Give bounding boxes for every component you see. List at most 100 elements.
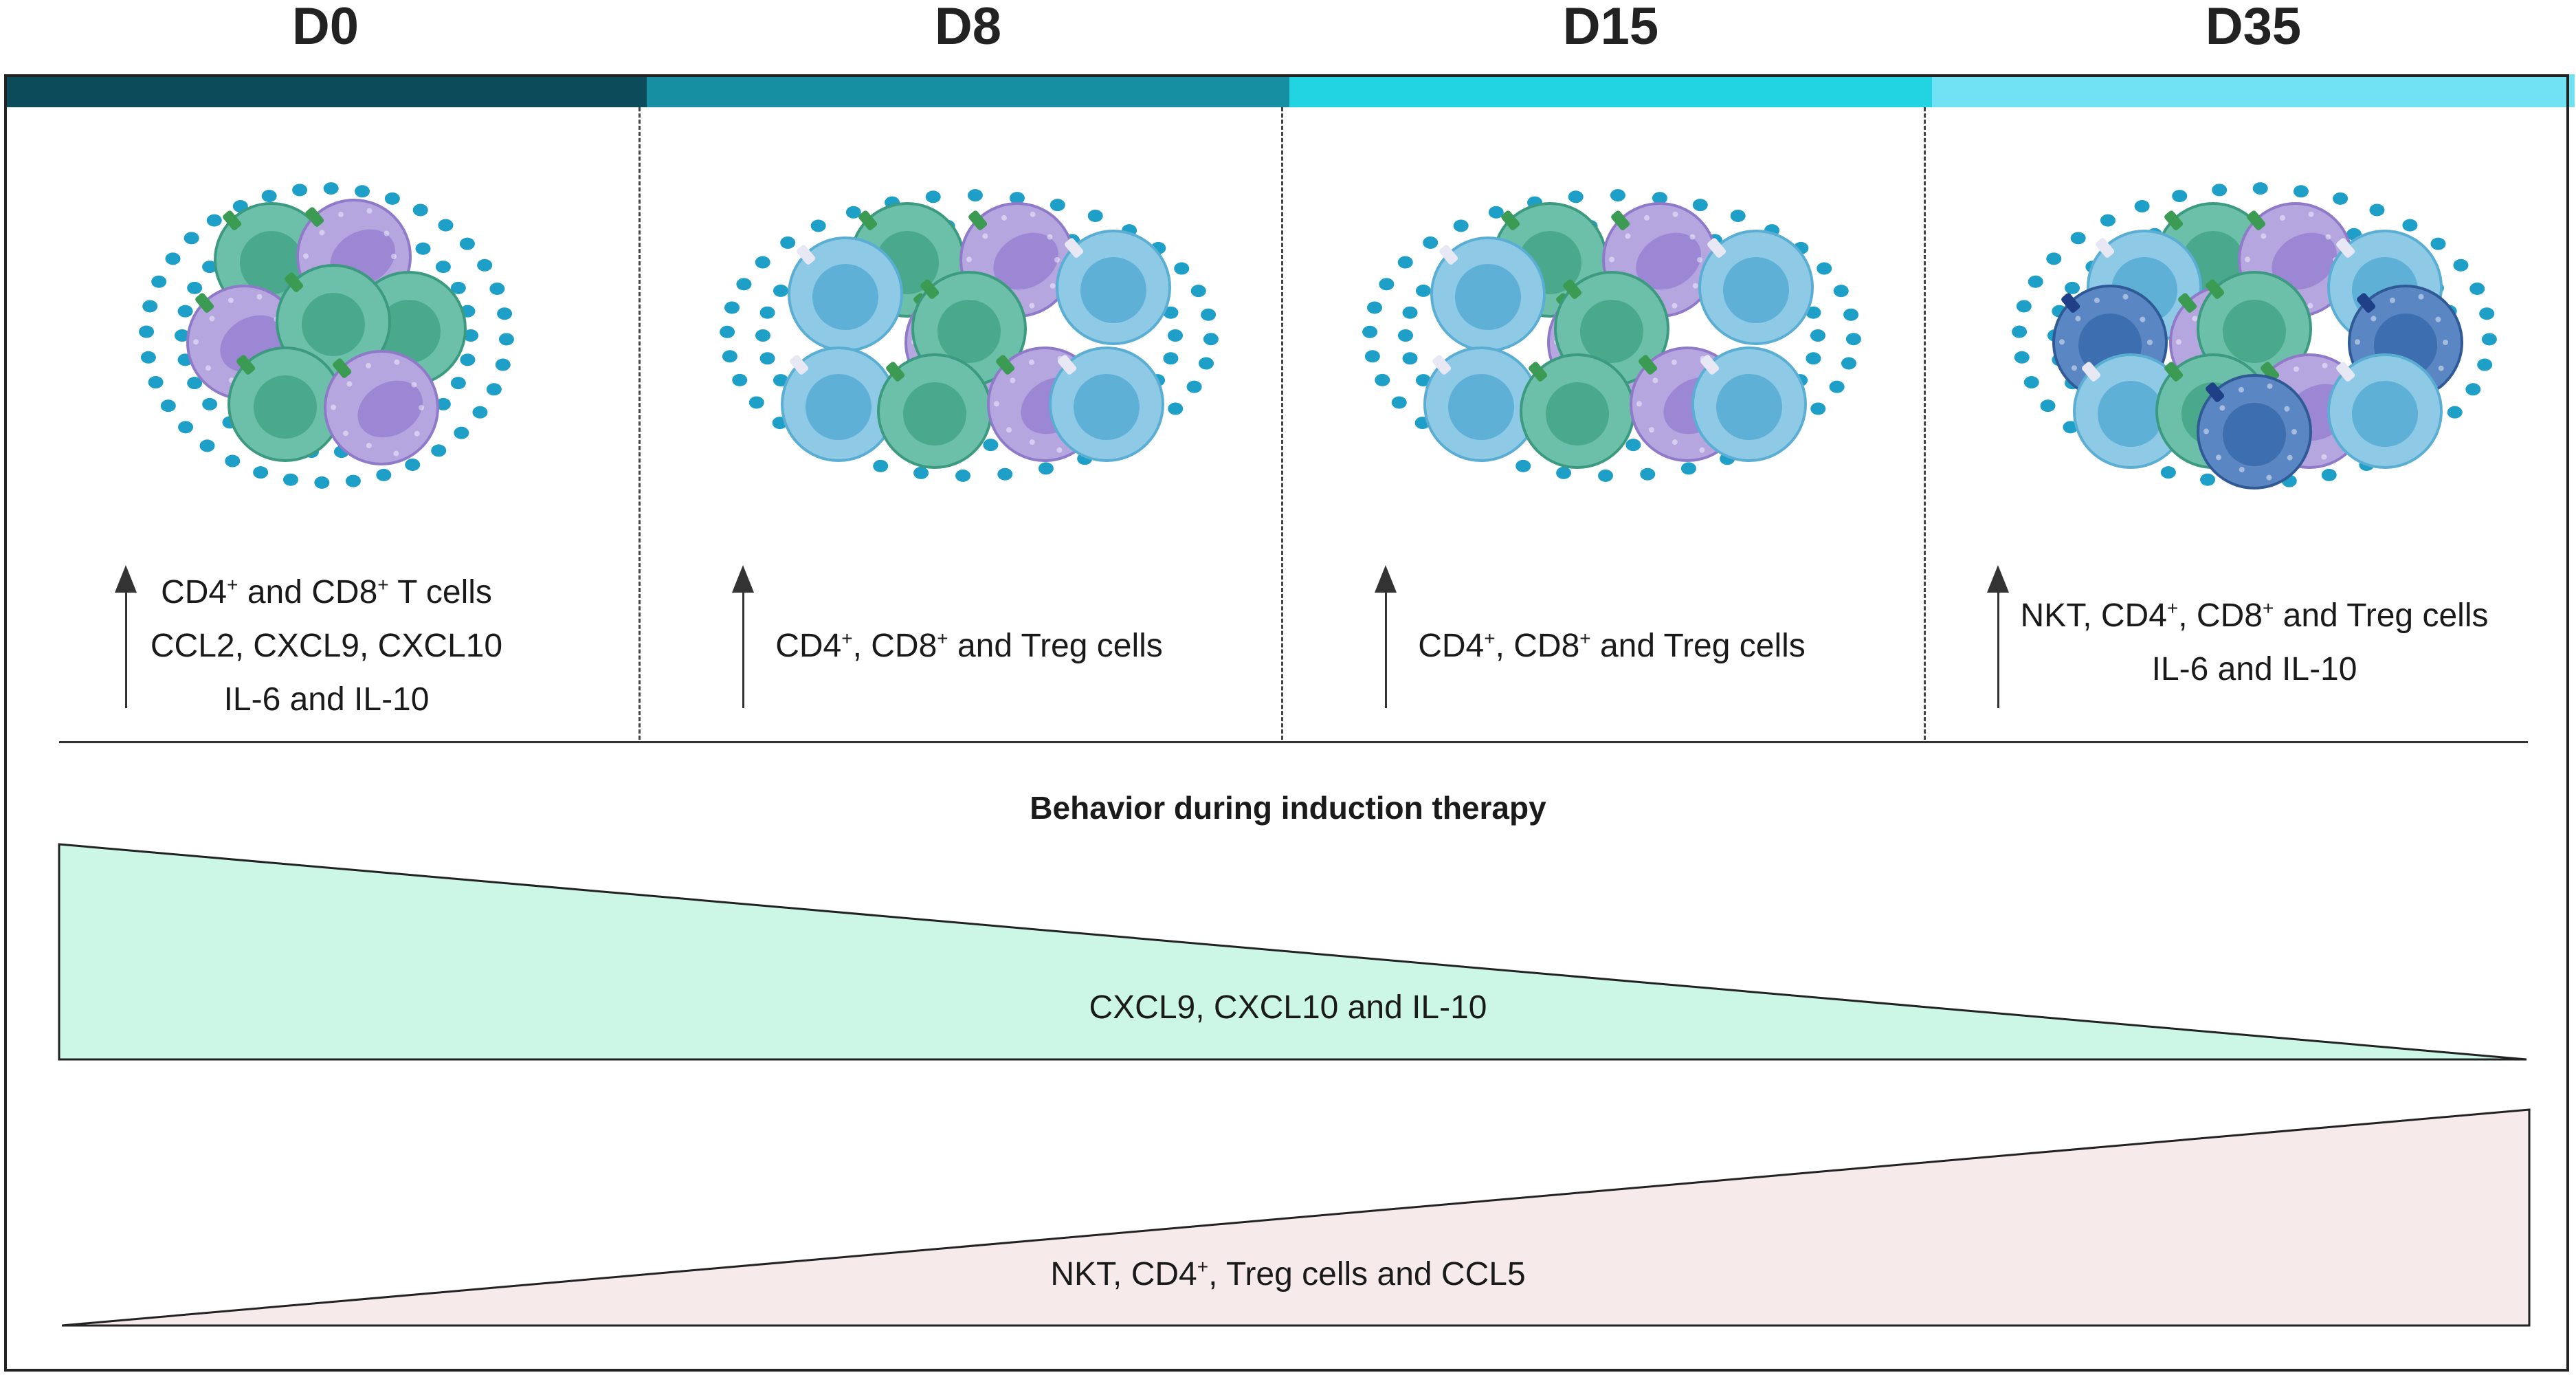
finding-line: CD4+, CD8+ and Treg cells (1418, 628, 1806, 664)
cytokine-dot (759, 352, 775, 365)
cytokine-dot (454, 426, 469, 439)
cytokine-dot (459, 237, 475, 250)
cytokine-dot (1009, 192, 1025, 205)
cytokine-dot (460, 353, 476, 366)
cytokine-dot (2065, 281, 2080, 294)
cytokine-dot (2012, 325, 2028, 338)
cytokine-dot (2252, 182, 2268, 195)
cytokine-dot (472, 406, 488, 419)
cytokine-dot (2040, 399, 2056, 412)
cytokine-dot (983, 439, 999, 452)
cytokine-dot (2479, 307, 2495, 320)
cytokine-dot (1174, 262, 1190, 275)
finding-line: NKT, CD4+, CD8+ and Treg cells (2020, 597, 2489, 634)
cytokine-dot (199, 439, 215, 452)
treg-cell-icon (1698, 230, 1814, 345)
cytokine-dot (498, 333, 514, 346)
cytokine-dot (1841, 357, 1856, 370)
cytokine-dot (187, 377, 203, 390)
cytokine-dot (2402, 219, 2418, 232)
cytokine-dot (1515, 459, 1531, 472)
cytokine-dot (773, 374, 788, 387)
cytokine-dot (2481, 333, 2497, 346)
cytokine-dot (405, 458, 421, 471)
cytokine-dot (2100, 214, 2116, 227)
cytokine-dot (732, 373, 748, 386)
cytokine-dot (2477, 358, 2493, 371)
cytokine-dot (292, 184, 308, 197)
cytokine-dot (1087, 209, 1103, 222)
cytokine-dot (384, 192, 400, 205)
cytokine-dot (1367, 301, 1383, 314)
cytokine-dot (1364, 350, 1380, 363)
cytokine-dot (1625, 439, 1641, 452)
cell-clusters (139, 182, 2497, 490)
cytokine-dot (2430, 237, 2446, 250)
cytokine-dot (355, 185, 370, 198)
panel-divider (1924, 107, 1926, 740)
cytokine-dot (206, 214, 222, 227)
finding-line: IL-6 and IL-10 (2151, 651, 2357, 688)
cytokine-dot (435, 397, 451, 410)
cytokine-dot (477, 258, 493, 272)
timepoint-band-d8 (647, 74, 1289, 107)
cytokine-dot (2028, 275, 2043, 288)
cytokine-dot (1163, 306, 1179, 319)
cytokine-dot (202, 261, 218, 274)
cytokine-dot (1843, 308, 1859, 321)
cytokine-dot (2014, 351, 2030, 364)
cytokine-dot (187, 281, 203, 294)
cytokine-dot (736, 278, 752, 291)
cytokine-dot (1423, 236, 1439, 249)
cytokine-dot (148, 376, 164, 389)
increasing-trend-wedge (61, 1108, 2531, 1327)
timepoint-title-d0: D0 (291, 0, 359, 56)
cytokine-dot (720, 325, 735, 338)
cd4-t-cell-icon (227, 346, 343, 462)
findings-d0: CD4+ and CD8+ T cells CCL2, CXCL9, CXCL1… (65, 558, 588, 727)
trend-wedges (58, 843, 2531, 1327)
cytokine-dot (486, 383, 502, 396)
cytokine-dot (2293, 185, 2309, 198)
cytokine-dot (845, 206, 861, 219)
cytokine-dot (724, 301, 740, 314)
section-separator (59, 741, 2528, 743)
cd8-t-cell-icon (324, 350, 439, 465)
cytokine-dot (1845, 333, 1861, 346)
treg-cell-icon (2327, 353, 2443, 469)
finding-line: CD4+, CD8+ and Treg cells (775, 628, 1163, 664)
cytokine-dot (1806, 306, 1821, 319)
cytokine-dot (925, 190, 941, 204)
cytokine-dot (773, 284, 788, 297)
cytokine-dot (2469, 282, 2485, 295)
cell-cluster-d8 (720, 189, 1219, 482)
cytokine-dot (1692, 199, 1708, 212)
cytokine-dot (282, 473, 298, 486)
treg-cell-icon (1056, 230, 1171, 345)
decreasing-trend-label: CXCL9, CXCL10 and IL-10 (1089, 989, 1487, 1026)
cytokine-dot (1453, 219, 1469, 232)
cytokine-dot (1402, 306, 1418, 319)
cytokine-dot (780, 236, 796, 249)
findings-d35: NKT, CD4+, CD8+ and Treg cells IL-6 and … (1993, 582, 2516, 696)
cytokine-dot (1398, 329, 1413, 342)
cytokine-dot (435, 261, 451, 274)
cytokine-dot (142, 300, 158, 313)
cytokine-dot (2023, 376, 2039, 389)
decreasing-trend-wedge (58, 843, 2527, 1061)
finding-line: CD4+ and CD8+ T cells (161, 574, 492, 610)
cytokine-dot (1488, 206, 1504, 219)
cytokine-dot (1829, 380, 1845, 393)
cytokine-dot (412, 204, 428, 217)
cytokine-dot (1610, 189, 1625, 202)
cytokine-dot (463, 329, 478, 342)
cytokine-dot (495, 358, 511, 371)
panel-divider (1281, 107, 1283, 740)
cytokine-dot (1050, 199, 1065, 212)
cytokine-dot (1730, 209, 1746, 222)
cytokine-dot (376, 468, 392, 481)
cytokine-dot (2465, 383, 2481, 396)
cytokine-dot (997, 468, 1013, 481)
cytokine-dot (1201, 308, 1217, 321)
cytokine-dot (323, 182, 339, 195)
